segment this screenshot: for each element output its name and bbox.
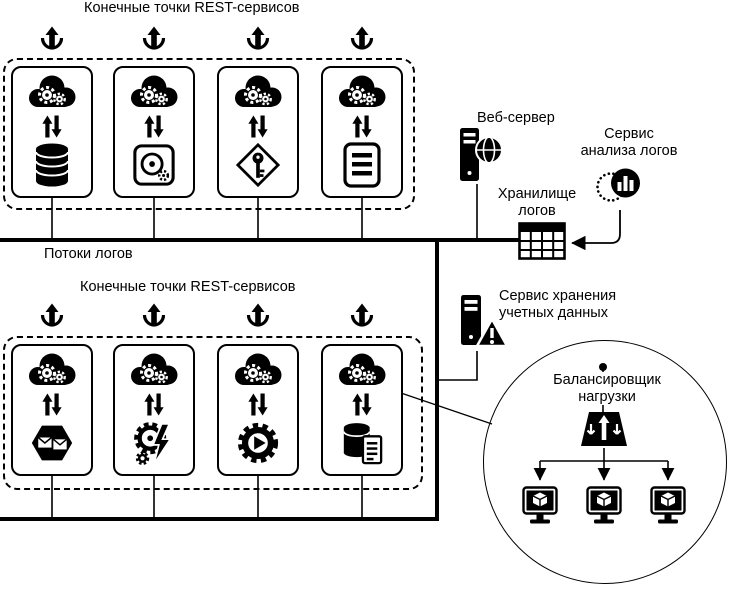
- upload-icon: [348, 26, 376, 56]
- cloud-gears-icon: [232, 73, 284, 111]
- web-server-icon: [456, 126, 504, 184]
- upload-icon: [244, 26, 272, 56]
- load-balancer-label: Балансировщик нагрузки: [534, 372, 680, 406]
- cloud-gears-icon: [128, 73, 180, 111]
- upload-icon: [38, 26, 66, 56]
- exchange-arrows-icon: [143, 114, 165, 139]
- exchange-arrows-icon: [143, 392, 165, 417]
- credentials-server-icon: [456, 293, 508, 351]
- key-icon: [236, 141, 280, 189]
- group2-title: Конечные точки REST-сервисов: [80, 279, 296, 295]
- gear-lightning-icon: [132, 419, 176, 467]
- credentials-label: Сервис хранения учетных данных: [499, 288, 617, 321]
- exchange-arrows-icon: [351, 392, 373, 417]
- log-analysis-icon: [596, 163, 642, 207]
- log-analysis-label: Сервис анализа логов: [580, 126, 678, 159]
- endpoint: [113, 66, 195, 198]
- group1-title: Конечные точки REST-сервисов: [84, 0, 300, 16]
- cloud-gears-icon: [336, 73, 388, 111]
- monitor-cube-icon: [586, 486, 622, 530]
- cloud-gears-icon: [26, 73, 78, 111]
- mail-hexagon-icon: [30, 419, 74, 467]
- upload-icon: [140, 303, 168, 333]
- exchange-arrows-icon: [351, 114, 373, 139]
- upload-icon: [140, 26, 168, 56]
- upload-icon: [38, 303, 66, 333]
- cloud-gears-icon: [336, 351, 388, 389]
- log-table-icon: [518, 222, 566, 260]
- gear-play-icon: [236, 419, 280, 467]
- group2-boundary: [3, 336, 423, 490]
- monitor-cube-icon: [650, 486, 686, 530]
- endpoint: [217, 344, 299, 476]
- document-list-icon: [340, 141, 384, 189]
- exchange-arrows-icon: [247, 392, 269, 417]
- load-balancer-detail-circle: [483, 340, 727, 584]
- database-report-icon: [340, 419, 384, 467]
- exchange-arrows-icon: [247, 114, 269, 139]
- hard-disk-icon: [132, 141, 176, 189]
- cloud-gears-icon: [26, 351, 78, 389]
- exchange-arrows-icon: [41, 392, 63, 417]
- load-balancer-icon: [580, 410, 628, 448]
- cloud-gears-icon: [232, 351, 284, 389]
- group1-boundary: [3, 58, 415, 210]
- web-server-label: Веб-сервер: [477, 110, 555, 126]
- endpoint: [217, 66, 299, 198]
- upload-icon: [348, 303, 376, 333]
- cloud-gears-icon: [128, 351, 180, 389]
- log-storage-label: Хранилище логов: [497, 186, 577, 219]
- upload-icon: [244, 303, 272, 333]
- monitor-cube-icon: [522, 486, 558, 530]
- endpoint: [321, 344, 403, 476]
- endpoint: [113, 344, 195, 476]
- log-streams-label: Потоки логов: [44, 246, 133, 262]
- endpoint: [321, 66, 403, 198]
- exchange-arrows-icon: [41, 114, 63, 139]
- database-icon: [30, 141, 74, 189]
- endpoint: [11, 344, 93, 476]
- endpoint: [11, 66, 93, 198]
